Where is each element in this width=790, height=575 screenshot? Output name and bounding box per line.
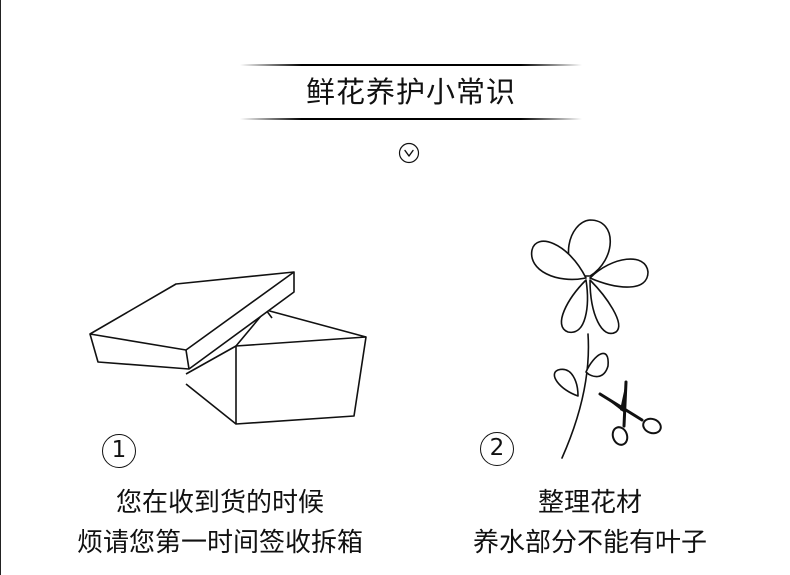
step-caption-line2: 烦请您第一时间签收拆箱 bbox=[76, 528, 363, 558]
step-number-badge: 1 bbox=[102, 434, 136, 468]
chevron-down-icon[interactable] bbox=[398, 142, 420, 164]
step-number-badge: 2 bbox=[480, 432, 514, 466]
flower-icon bbox=[530, 219, 649, 459]
page-left-border bbox=[0, 0, 1, 575]
page-title: 鲜花养护小常识 bbox=[305, 75, 516, 109]
step-caption-line1: 整理花材 bbox=[537, 488, 642, 518]
open-box-icon bbox=[89, 271, 367, 425]
scissors-icon bbox=[598, 380, 662, 446]
step-caption-line1: 您在收到货的时候 bbox=[115, 488, 324, 518]
title-divider-top bbox=[240, 64, 582, 66]
title-divider-bottom bbox=[240, 118, 582, 120]
step-caption-line2: 养水部分不能有叶子 bbox=[472, 528, 707, 558]
